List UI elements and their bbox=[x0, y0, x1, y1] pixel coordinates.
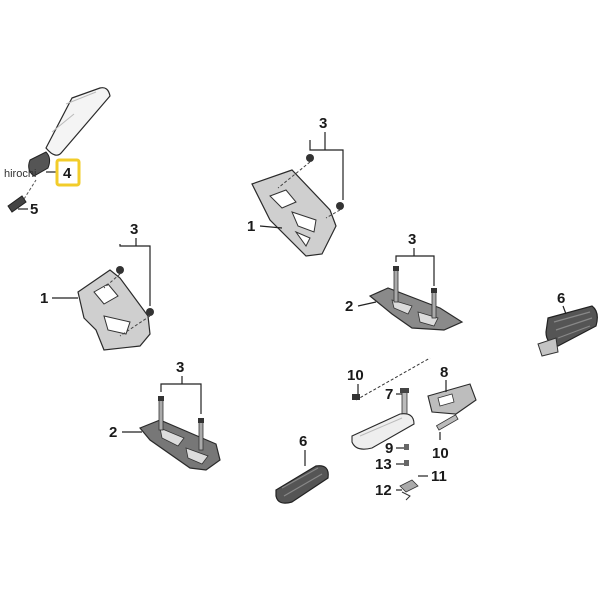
callout-4: 4 bbox=[63, 165, 72, 182]
callout-11: 11 bbox=[431, 468, 447, 485]
bracket-2-upper bbox=[368, 266, 464, 331]
screw-5 bbox=[7, 195, 27, 213]
watermark: hirochi bbox=[4, 168, 36, 180]
callout-6-right: 6 bbox=[557, 290, 565, 307]
callout-13: 13 bbox=[375, 456, 392, 473]
callout-3-right: 3 bbox=[408, 231, 416, 248]
bracket-2-lower bbox=[139, 396, 221, 471]
callout-5: 5 bbox=[30, 201, 38, 218]
callout-10-lower: 10 bbox=[432, 445, 449, 462]
grip-assembly bbox=[7, 87, 111, 213]
callout-4-highlight bbox=[55, 158, 81, 187]
footpeg-6-right bbox=[537, 305, 598, 357]
callout-8: 8 bbox=[440, 364, 448, 381]
bracket-1-upper bbox=[251, 154, 344, 257]
footpeg-white bbox=[351, 413, 415, 450]
callout-6-lower: 6 bbox=[299, 433, 307, 450]
callout-labels: 3 1 3 1 3 2 3 2 4 5 6 6 10 7 8 9 10 13 1… bbox=[30, 115, 565, 499]
grip-collar bbox=[28, 151, 51, 177]
callout-12: 12 bbox=[375, 482, 392, 499]
leader-lines bbox=[18, 132, 567, 491]
footpeg-hardware bbox=[351, 357, 477, 501]
callout-7: 7 bbox=[385, 386, 393, 403]
callout-9: 9 bbox=[385, 440, 393, 457]
bracket-1-lower bbox=[77, 266, 154, 351]
grip-tube bbox=[45, 87, 111, 156]
callout-10-upper: 10 bbox=[347, 367, 364, 384]
callout-1-left: 1 bbox=[40, 290, 48, 307]
callout-2-right: 2 bbox=[345, 298, 353, 315]
footpeg-6-lower bbox=[275, 465, 329, 504]
callout-3-upper: 3 bbox=[319, 115, 327, 132]
callout-2-lower: 2 bbox=[109, 424, 117, 441]
callout-3-lower: 3 bbox=[176, 359, 184, 376]
callout-1-upper: 1 bbox=[247, 218, 255, 235]
callout-3-left: 3 bbox=[130, 221, 138, 238]
